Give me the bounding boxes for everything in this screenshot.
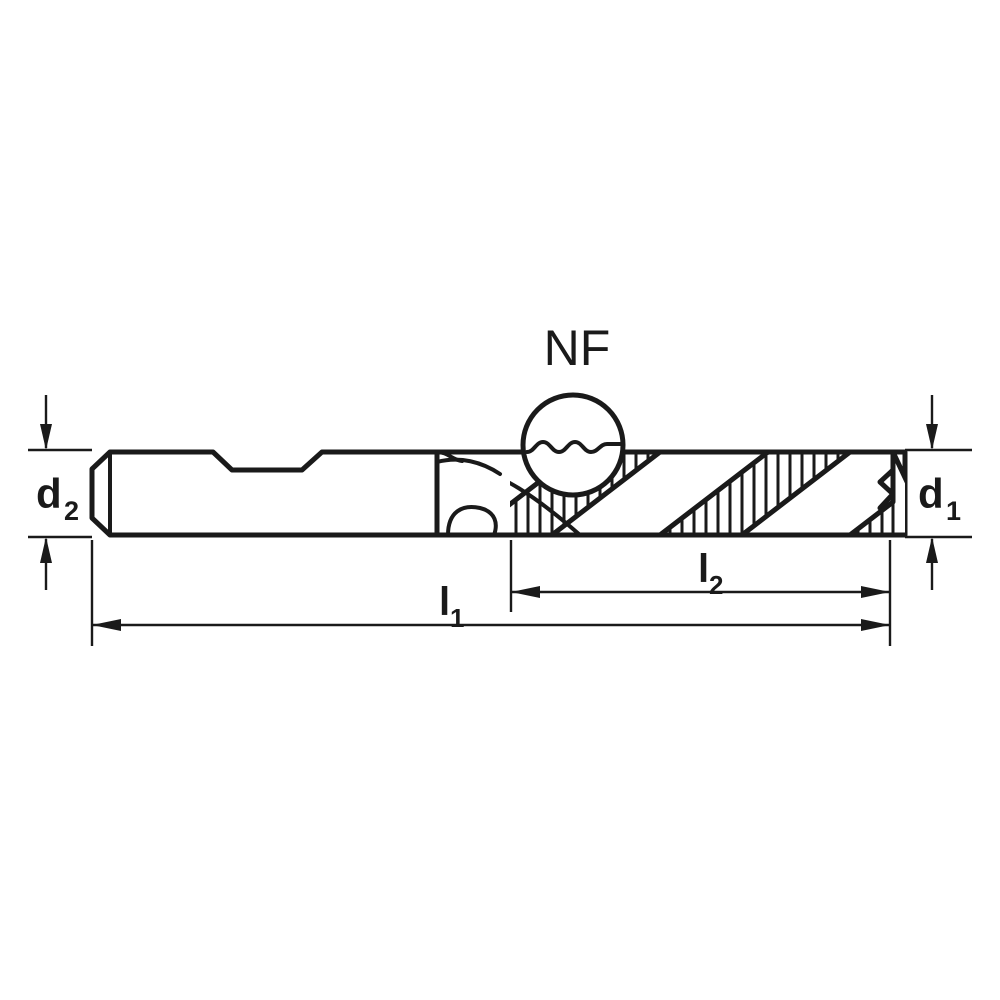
nf-callout-label: NF [544,320,611,376]
d2-label-subscript: 2 [64,496,79,526]
l2-label-base: l [698,547,709,591]
l2-label-subscript: 2 [709,570,723,600]
nf-detail-callout: NF [520,320,626,498]
flute-body-top-wave [435,450,464,463]
l1-label-base: l [439,580,450,624]
dimension-l1: l 1 [90,540,892,646]
l2-arrowhead-left [511,586,540,598]
nf-detail-circle [520,392,626,498]
l1-label-subscript: 1 [450,603,464,633]
d1-arrowhead-top [926,424,938,450]
dimension-l2: l 2 [509,540,892,612]
flute-start-gash-group [435,450,502,537]
d1-label-subscript: 1 [946,496,961,526]
dimension-d1: d 1 [905,395,972,590]
d2-arrowhead-top [40,424,52,450]
d2-label-base: d [36,470,62,517]
nf-serration-profile [525,440,622,454]
flute-entry-curve [435,457,502,476]
tool-outline [89,449,440,538]
d1-arrowhead-bottom [926,537,938,563]
flute-gash-teardrop [446,505,498,537]
l2-arrowhead-right [861,586,890,598]
dimension-d2: d 2 [28,395,92,590]
l1-arrowhead-left [92,619,121,631]
d2-arrowhead-bottom [40,537,52,563]
d1-label-base: d [918,470,944,517]
l1-arrowhead-right [861,619,890,631]
